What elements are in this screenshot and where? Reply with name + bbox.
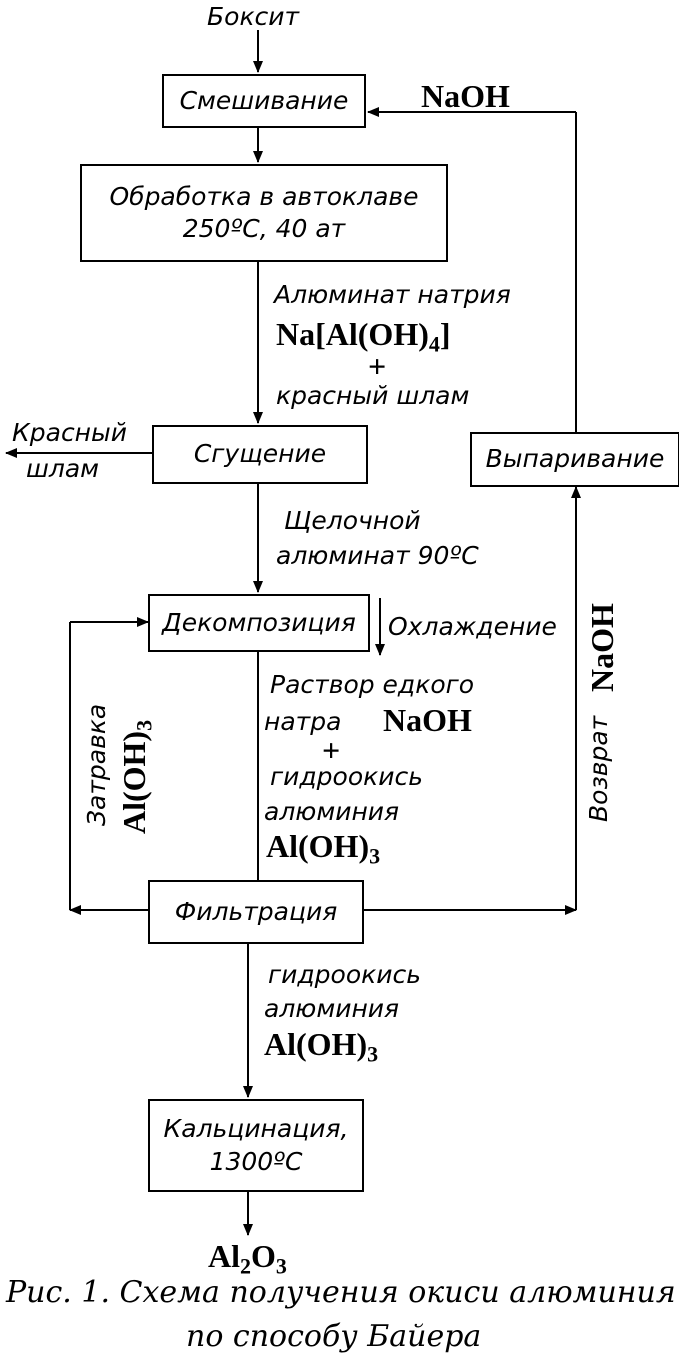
- box-calcination: Кальцинация, 1300ºC: [148, 1099, 364, 1192]
- formula-aloh3-mid-sub: 3: [369, 843, 381, 869]
- formula-sodium-aluminate-end: ]: [439, 316, 451, 352]
- box-decomposition: Декомпозиция: [148, 594, 370, 652]
- formula-seed-aloh3-sub: 3: [131, 719, 157, 731]
- formula-sodium-aluminate: Na[Al(OH)4]: [276, 316, 451, 355]
- label-hydroxide2-line2: алюминия: [264, 994, 400, 1023]
- label-red-mud-out-line2: шлам: [26, 454, 100, 483]
- box-evaporation: Выпаривание: [470, 432, 679, 487]
- formula-product-al: Al: [208, 1238, 240, 1274]
- box-autoclave-line1: Обработка в автоклаве: [109, 181, 419, 211]
- formula-aloh3-bottom-sub: 3: [367, 1041, 379, 1067]
- formula-sodium-aluminate-body: Na[Al(OH): [276, 316, 429, 352]
- box-autoclave: Обработка в автоклаве 250ºC, 40 ат: [80, 164, 448, 262]
- formula-product-sub1: 2: [240, 1253, 251, 1279]
- label-aluminate: Алюминат натрия: [274, 280, 511, 309]
- label-hydroxide-line1: гидроокись: [270, 762, 423, 791]
- formula-aloh3-bottom-body: Al(OH): [264, 1026, 368, 1062]
- label-plus-2: +: [322, 732, 341, 768]
- formula-aloh3-bottom: Al(OH)3: [264, 1026, 378, 1065]
- label-alkaline-line2: алюминат 90ºC: [276, 541, 479, 570]
- box-thickening-label: Сгущение: [193, 439, 327, 469]
- label-solution-line1: Раствор едкого: [270, 670, 475, 699]
- box-mixing-label: Смешивание: [179, 85, 349, 115]
- label-seed-word: Затравка: [82, 703, 111, 826]
- label-solution-naoh: NaOH: [383, 702, 472, 738]
- label-red-mud-inline: красный шлам: [276, 381, 470, 410]
- label-plus-1: +: [368, 348, 387, 384]
- box-thickening: Сгущение: [152, 425, 368, 484]
- label-solution-line2: натра: [264, 707, 342, 736]
- label-alkaline-line1: Щелочной: [284, 506, 421, 535]
- label-red-mud-out-line1: Красный: [12, 418, 128, 447]
- formula-seed-aloh3: Al(OH)3: [116, 720, 157, 834]
- box-autoclave-line2: 250ºC, 40 ат: [182, 214, 346, 243]
- box-filtration-label: Фильтрация: [174, 896, 338, 926]
- label-hydroxide-line2: алюминия: [264, 797, 400, 826]
- formula-sodium-aluminate-sub: 4: [428, 331, 440, 357]
- caption-line1: Рис. 1. Схема получения окиси алюминия: [6, 1275, 676, 1310]
- label-naoh-top: NaOH: [421, 78, 510, 114]
- formula-product-al2o3: Al2O3: [208, 1238, 287, 1277]
- formula-product-o: O: [251, 1238, 276, 1274]
- box-calcination-line2: 1300ºC: [209, 1146, 303, 1176]
- formula-aloh3-mid-body: Al(OH): [266, 828, 370, 864]
- box-decomposition-label: Декомпозиция: [162, 607, 356, 637]
- label-return-naoh: NaOH: [584, 603, 620, 692]
- label-return-word: Возврат: [584, 715, 613, 822]
- box-calcination-line1: Кальцинация,: [163, 1114, 349, 1143]
- formula-product-sub2: 3: [275, 1253, 287, 1279]
- input-bauxite: Боксит: [207, 2, 300, 31]
- box-filtration: Фильтрация: [148, 880, 364, 944]
- box-evaporation-label: Выпаривание: [485, 444, 665, 474]
- label-cooling: Охлаждение: [388, 612, 557, 641]
- box-mixing: Смешивание: [162, 74, 366, 128]
- label-hydroxide2-line1: гидроокись: [268, 960, 421, 989]
- formula-seed-aloh3-body: Al(OH): [116, 730, 152, 834]
- caption-line2: по способу Байера: [186, 1319, 482, 1354]
- formula-aloh3-mid: Al(OH)3: [266, 828, 380, 867]
